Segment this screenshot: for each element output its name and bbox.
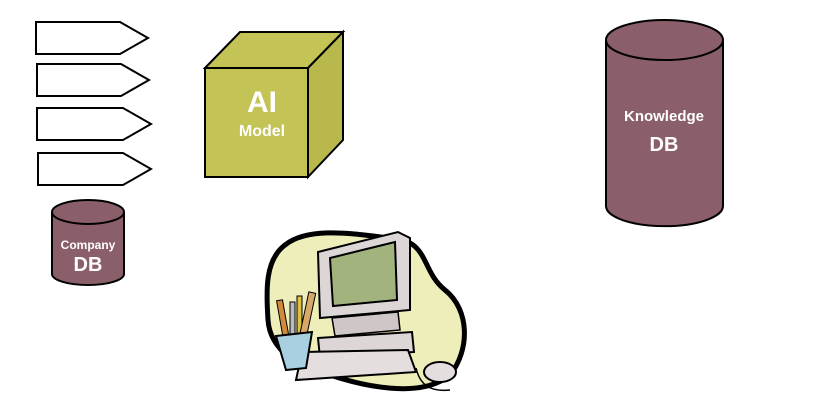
computer-base [294,330,418,382]
input-arrows [35,21,154,186]
mouse [415,361,457,392]
knowledge-db-sublabel: DB [650,134,679,156]
company-db-sublabel: DB [74,254,103,276]
knowledge-db-cylinder: Knowledge DB [605,19,724,228]
input-arrow-4 [37,152,154,186]
computer-clipart [264,230,467,392]
company-db-cylinder: Company DB [51,199,125,286]
ai-model-title: AI [247,86,277,119]
input-arrow-1 [35,21,151,55]
input-arrow-2 [36,63,152,97]
pencil-cup [274,291,317,372]
input-arrow-3 [36,107,154,141]
company-db-label: Company [61,238,116,252]
keyboard [294,348,418,382]
ai-model-cube: AI Model [202,29,346,180]
monitor [316,230,411,337]
ai-model-subtitle: Model [239,123,285,140]
knowledge-db-label: Knowledge [624,108,704,125]
